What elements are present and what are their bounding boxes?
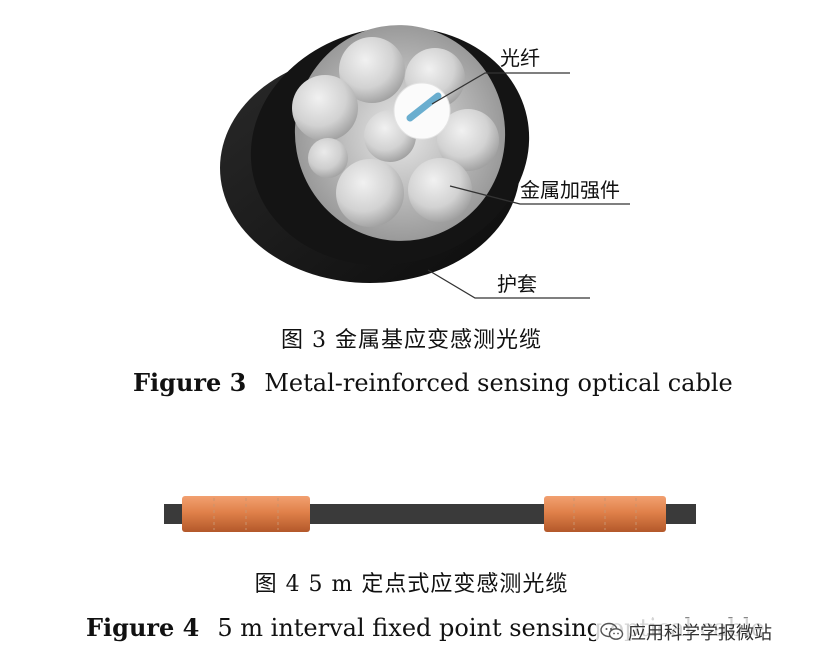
- figure3-title: Metal-reinforced sensing optical cable: [264, 369, 733, 397]
- label-jacket: 护套: [497, 272, 537, 296]
- watermark: 应用科学学报微站: [596, 618, 776, 646]
- callout-lines: [427, 72, 630, 299]
- label-optical-fiber: 光纤: [500, 46, 540, 70]
- fixed-point-anchor-left: [182, 496, 310, 532]
- cable-cross-section-illustration: [220, 25, 630, 299]
- optical-fiber: [393, 82, 451, 140]
- fixed-point-cable-illustration: [164, 496, 696, 532]
- wechat-icon: [600, 622, 624, 640]
- figure3-number: Figure 3: [133, 368, 247, 397]
- figure3-caption-english: Figure 3 Metal-reinforced sensing optical…: [133, 368, 733, 397]
- figure4-number: Figure 4: [86, 613, 200, 642]
- label-metal-strength-member: 金属加强件: [520, 178, 620, 202]
- figure4-caption-chinese: 图 4 5 m 定点式应变感测光缆: [254, 572, 569, 597]
- fixed-point-anchor-right: [544, 496, 666, 532]
- watermark-text: 应用科学学报微站: [628, 623, 772, 644]
- figure3-caption-chinese: 图 3 金属基应变感测光缆: [281, 328, 542, 353]
